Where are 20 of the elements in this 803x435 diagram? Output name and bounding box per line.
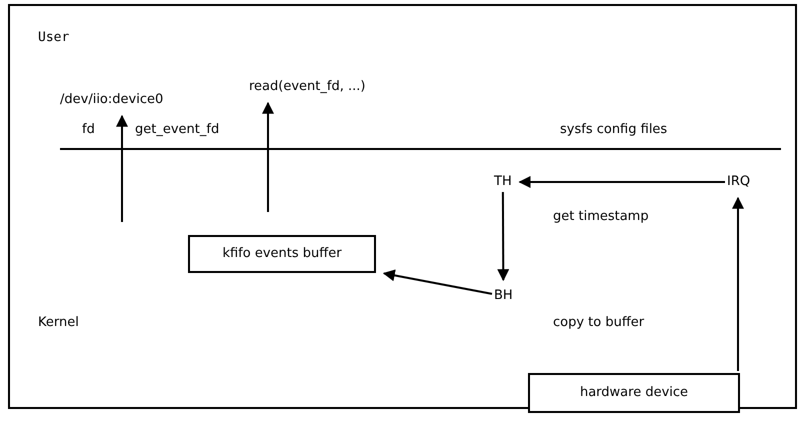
arrow	[518, 176, 725, 188]
process-box: kfifo events buffer	[188, 235, 376, 273]
annotation-label: get_event_fd	[135, 122, 220, 138]
annotation-label: fd	[82, 122, 95, 138]
region-label: Kernel	[38, 315, 79, 331]
node-label: BH	[494, 288, 513, 304]
arrow	[262, 102, 274, 212]
arrow	[116, 114, 128, 222]
node-label: IRQ	[727, 174, 750, 190]
annotation-label: sysfs config files	[560, 122, 668, 138]
annotation-label: get timestamp	[553, 209, 649, 225]
node-label: /dev/iio:device0	[60, 92, 164, 108]
arrow	[732, 196, 744, 371]
node-label: TH	[494, 174, 512, 190]
arrow	[382, 269, 492, 295]
node-label: read(event_fd, ...)	[249, 79, 366, 95]
region-label: User	[38, 30, 70, 46]
process-box: hardware device	[528, 373, 740, 413]
annotation-label: copy to buffer	[553, 315, 644, 331]
arrow	[497, 192, 510, 282]
